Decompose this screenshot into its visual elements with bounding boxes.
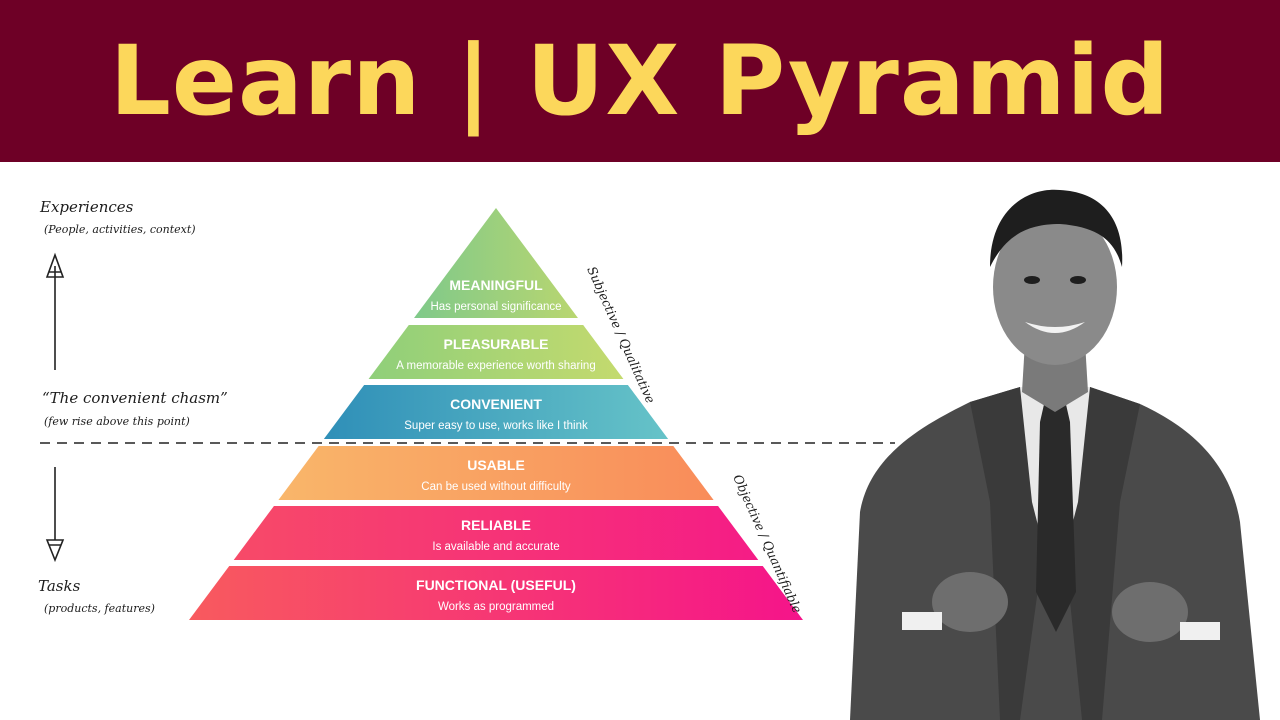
experiences-sub: (People, activities, context) [44, 223, 196, 236]
presenter-photo [850, 189, 1260, 720]
pyramid-level-functional-useful [189, 566, 803, 620]
page-title: Learn | UX Pyramid [109, 25, 1171, 137]
chasm-label: “The convenient chasm” [42, 389, 228, 407]
level-description: Super easy to use, works like I think [404, 420, 588, 432]
left-hand [932, 572, 1008, 632]
ux-pyramid: MEANINGFUL Has personal significancePLEAS… [40, 208, 895, 620]
tasks-label: Tasks [38, 577, 81, 595]
left-cuff [902, 612, 942, 630]
level-description: Is available and accurate [432, 541, 559, 553]
tasks-sub: (products, features) [44, 602, 155, 615]
title-banner: Learn | UX Pyramid [0, 0, 1280, 162]
down-arrow-icon [45, 539, 65, 563]
right-cuff [1180, 622, 1220, 640]
pyramid-level-meaningful [414, 208, 578, 318]
right-eye [1070, 276, 1086, 284]
face [993, 209, 1117, 365]
right-hand [1112, 582, 1188, 642]
level-title: FUNCTIONAL (USEFUL) [416, 577, 576, 593]
hair [990, 189, 1123, 267]
experiences-label: Experiences [40, 198, 134, 216]
pyramid-level-pleasurable [368, 325, 624, 379]
chasm-sub: (few rise above this point) [44, 415, 190, 428]
level-description: Has personal significance [430, 301, 561, 313]
level-title: PLEASURABLE [443, 336, 548, 352]
level-title: MEANINGFUL [449, 277, 543, 293]
level-description: Works as programmed [438, 601, 554, 613]
level-description: A memorable experience worth sharing [396, 360, 595, 372]
tie [1036, 400, 1076, 632]
pyramid-level-usable [278, 446, 714, 500]
left-eye [1024, 276, 1040, 284]
smile [1025, 322, 1085, 333]
level-title: USABLE [467, 457, 525, 473]
level-description: Can be used without difficulty [421, 481, 571, 493]
pyramid-level-reliable [233, 506, 759, 560]
level-title: CONVENIENT [450, 396, 542, 412]
up-arrow-icon [45, 252, 65, 278]
level-title: RELIABLE [461, 517, 531, 533]
pyramid-level-convenient [323, 385, 669, 439]
